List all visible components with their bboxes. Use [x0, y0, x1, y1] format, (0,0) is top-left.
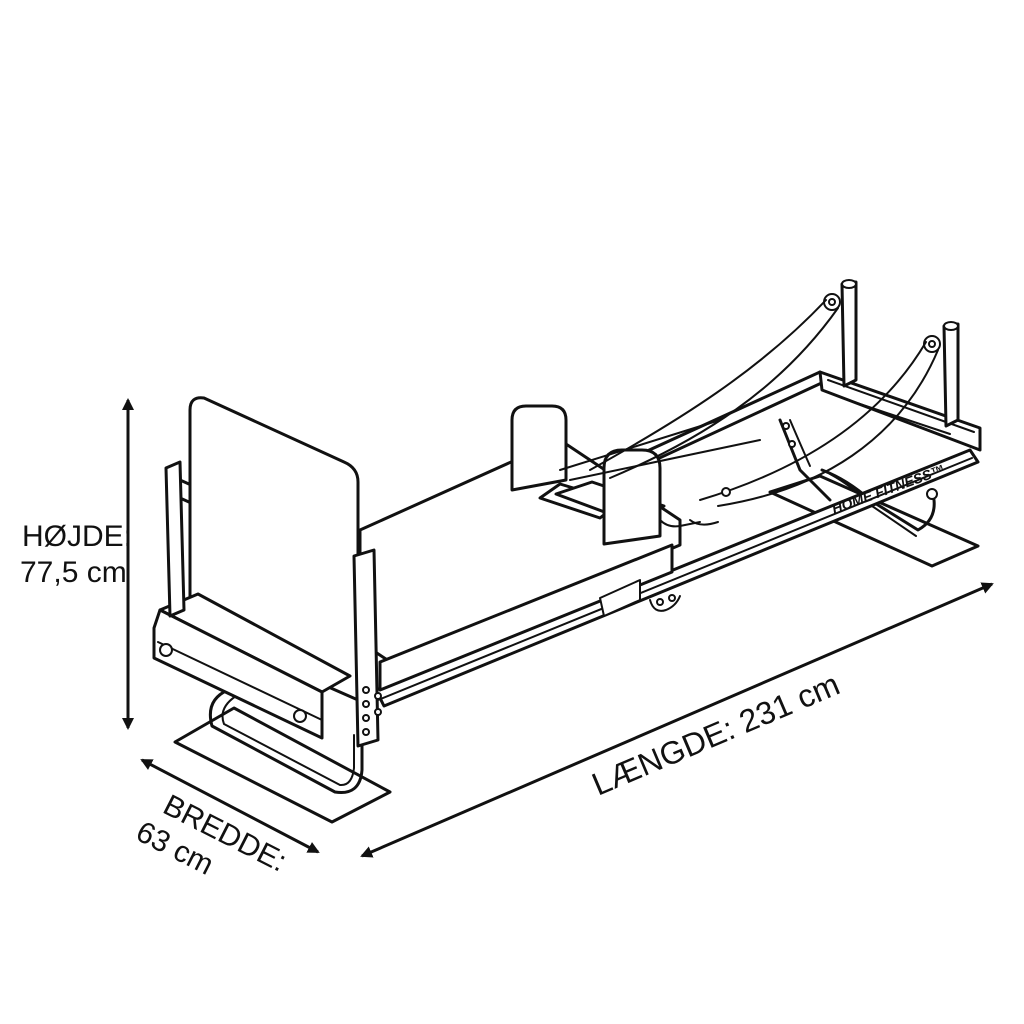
front-post-right	[352, 548, 382, 748]
pulley-ropes	[559, 299, 939, 507]
front-end-box	[152, 592, 352, 740]
height-value: 77,5 cm	[20, 556, 127, 589]
height-label: HØJDE:	[22, 520, 132, 553]
pulley-post-right	[923, 321, 960, 428]
back-braces	[778, 418, 938, 502]
front-base-foot	[173, 688, 392, 824]
length-label: LÆNGDE: 231 cm	[587, 666, 845, 803]
width-dimension-arrow	[140, 758, 320, 854]
front-post-left	[164, 460, 186, 618]
pulley-post-left	[823, 279, 858, 388]
length-dimension-arrow	[360, 582, 994, 858]
